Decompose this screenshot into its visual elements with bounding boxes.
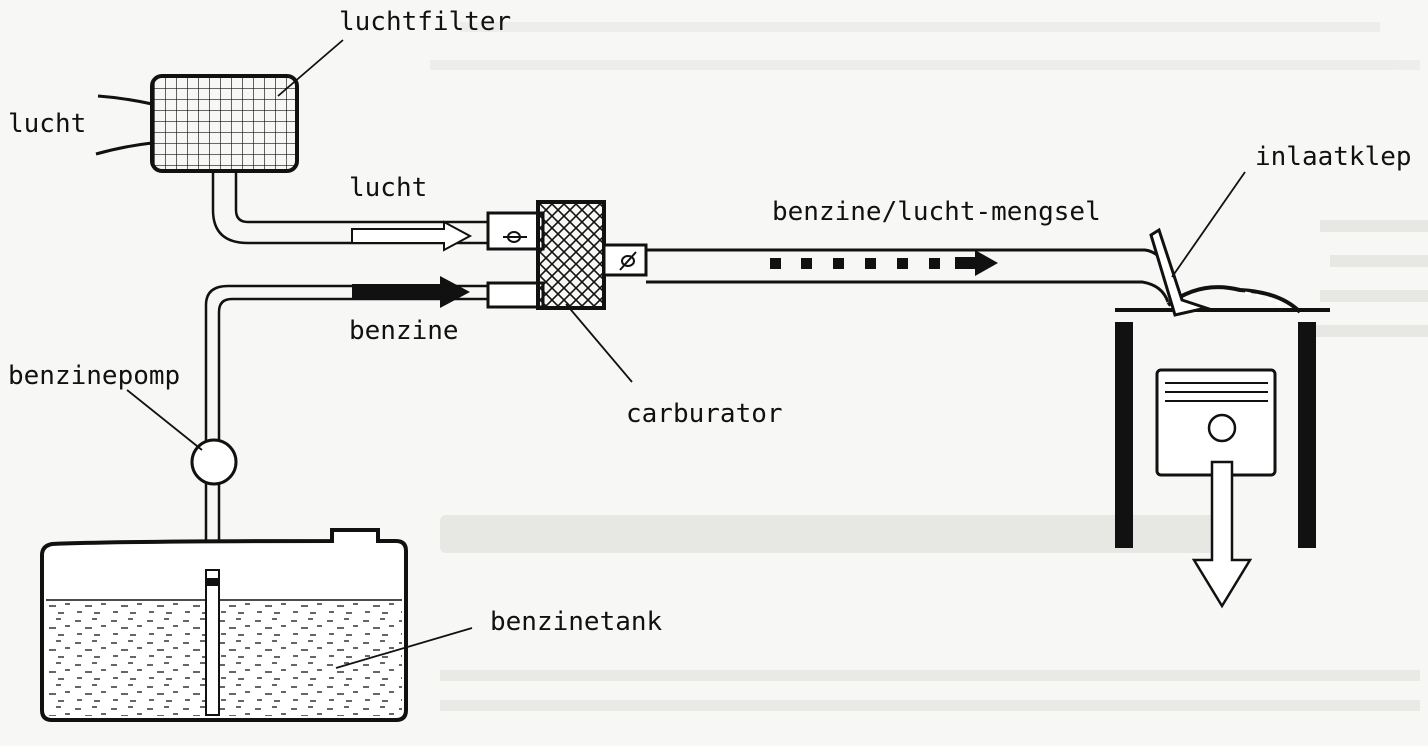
inlaatklep-label: inlaatklep bbox=[1255, 142, 1412, 172]
fuel-tank bbox=[40, 528, 408, 722]
piston bbox=[1155, 368, 1277, 477]
benzinetank-label: benzinetank bbox=[490, 607, 663, 637]
mengsel-label: benzine/lucht-mengsel bbox=[772, 197, 1101, 227]
lucht-intake-label: lucht bbox=[8, 109, 86, 139]
bleed-through-background bbox=[430, 22, 1428, 711]
luchtfilter-label: luchtfilter bbox=[339, 7, 511, 37]
carburator-leader bbox=[565, 303, 633, 383]
benzine-flow-label: benzine bbox=[349, 316, 459, 346]
carburator bbox=[486, 200, 648, 310]
lucht-flow-label: lucht bbox=[349, 173, 427, 203]
benzinetank-leader bbox=[335, 627, 473, 669]
air-filter bbox=[95, 74, 299, 173]
fuel-pump bbox=[190, 438, 238, 486]
fuel-flow-arrow bbox=[352, 276, 470, 308]
fuel-line bbox=[204, 284, 488, 710]
air-pipe bbox=[211, 171, 488, 245]
air-flow-arrow bbox=[351, 220, 473, 252]
piston-down-arrow bbox=[1191, 460, 1253, 609]
intake-valve bbox=[1149, 227, 1212, 317]
carburator-label: carburator bbox=[626, 399, 783, 429]
intake-manifold bbox=[646, 248, 1170, 303]
benzinepomp-leader bbox=[126, 389, 203, 451]
benzinepomp-label: benzinepomp bbox=[8, 361, 180, 391]
engine-cylinder bbox=[1115, 285, 1330, 548]
luchtfilter-leader bbox=[277, 39, 344, 97]
inlaatklep-leader bbox=[1171, 171, 1246, 278]
mixture-flow-arrow bbox=[770, 250, 998, 276]
